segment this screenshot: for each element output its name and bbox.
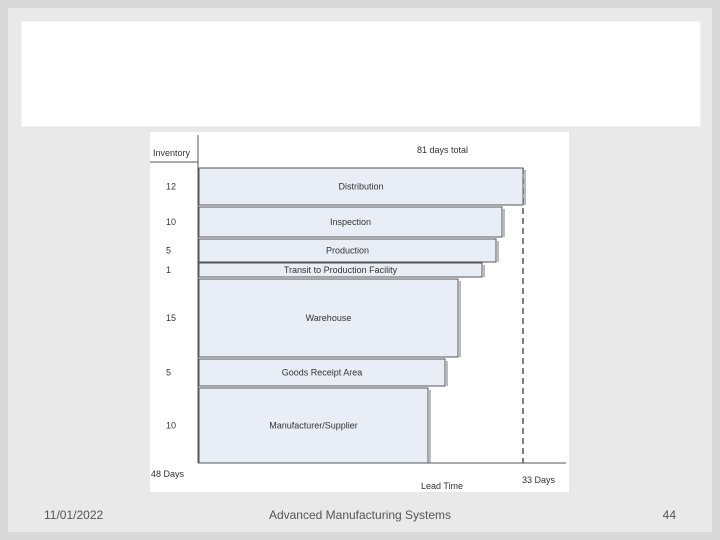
stage-box [198,278,459,358]
total-days-label: 81 days total [417,145,468,155]
right-total-label: 33 Days [522,475,556,485]
lead-time-diagram: Inventory 81 days total 48 Days Lead Tim… [150,132,569,492]
stage-name: Inspection [330,217,371,227]
stage-name: Transit to Production Facility [284,265,398,275]
stage-inventory-days: 12 [166,182,176,192]
inventory-axis-label: Inventory [153,148,191,158]
stage-box [198,238,497,263]
stage-name: Production [326,246,369,256]
stage-inventory-days: 1 [166,265,171,275]
stage-name: Manufacturer/Supplier [269,421,358,431]
footer-date: 11/01/2022 [44,508,104,522]
stage-inventory-days: 5 [166,246,171,256]
left-total-label: 48 Days [151,469,185,479]
stage-box [198,387,429,464]
stage-box [198,262,483,278]
stage-box [198,206,503,238]
title-area [21,21,701,127]
stage-inventory-days: 10 [166,217,176,227]
stage-name: Distribution [338,182,383,192]
stage-name: Goods Receipt Area [282,368,363,378]
stage-inventory-days: 5 [166,368,171,378]
stage-box [198,167,524,206]
lead-time-axis-label: Lead Time [421,481,463,491]
stage-layer: Distribution12Inspection10Production5Tra… [166,167,526,464]
lead-time-diagram-svg: Inventory 81 days total 48 Days Lead Tim… [150,135,566,491]
stage-inventory-days: 10 [166,421,176,431]
stage-inventory-days: 15 [166,313,176,323]
page-number: 44 [662,508,676,522]
stage-name: Warehouse [306,313,352,323]
footer-title: Advanced Manufacturing Systems [268,508,452,522]
stage-box [198,358,446,387]
